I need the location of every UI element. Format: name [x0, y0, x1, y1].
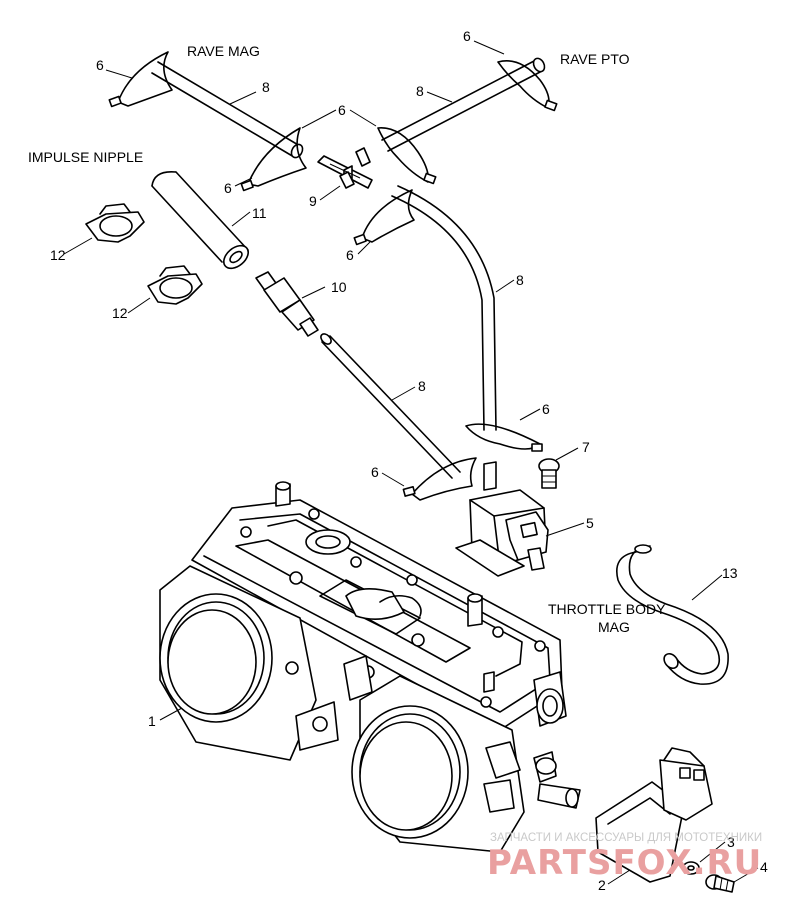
hose-rave-pto: [381, 57, 546, 152]
screw-solenoid: [538, 458, 560, 489]
callout-6-mag-inner: 6: [224, 180, 232, 196]
check-valve: [255, 271, 319, 337]
callout-9: 9: [309, 193, 317, 209]
washer: [682, 861, 700, 875]
callout-7: 7: [582, 439, 590, 455]
sensor-screw: [705, 874, 735, 893]
clamp-rave-mag-outer: [108, 51, 173, 108]
callout-8-rave-mag: 8: [262, 79, 270, 95]
callout-2: 2: [598, 877, 606, 893]
clamp-impulse-hose: [402, 457, 477, 501]
hose-impulse: [320, 333, 461, 479]
throttle-position-sensor: [595, 747, 713, 883]
callout-6-impulse-hose: 6: [371, 464, 379, 480]
solenoid-valve: [455, 461, 549, 577]
label-rave-pto: RAVE PTO: [560, 51, 630, 67]
hose-solenoid: [391, 185, 497, 431]
callout-8-rave-pto: 8: [416, 83, 424, 99]
clamp-rave-pto-inner: [377, 127, 437, 185]
label-throttle-body: THROTTLE BODY: [548, 601, 666, 617]
callout-8-impulse-hose: 8: [418, 378, 426, 394]
callout-6-rave-pto: 6: [463, 28, 471, 44]
hose-rave-mag: [151, 61, 304, 159]
callout-11: 11: [252, 205, 267, 221]
leader-lines: [63, 40, 759, 885]
tee-fitting: [317, 147, 373, 189]
callout-1: 1: [148, 713, 156, 729]
watermark-tagline: ЗАПЧАСТИ И АКСЕССУАРЫ ДЛЯ МОТОТЕХНИКИ: [490, 832, 762, 844]
callout-12-upper: 12: [50, 247, 66, 263]
hose-clip-upper: [85, 203, 145, 243]
callout-6-solenoid-hose: 6: [542, 401, 550, 417]
callout-5: 5: [586, 515, 594, 531]
clamp-rave-mag-inner: [240, 127, 307, 192]
clamp-upper-hose: [353, 189, 415, 246]
label-throttle-body-mag: MAG: [598, 619, 630, 635]
throttle-body: [159, 481, 581, 853]
callout-6-rave-mag: 6: [96, 57, 104, 73]
callout-6-center: 6: [338, 102, 346, 118]
impulse-hose: [151, 170, 249, 270]
callout-12-lower: 12: [112, 305, 128, 321]
label-rave-mag: RAVE MAG: [187, 43, 260, 59]
clamp-rave-pto-outer: [497, 60, 558, 112]
callout-3: 3: [727, 834, 735, 850]
callout-13: 13: [722, 565, 738, 581]
callout-10: 10: [331, 279, 347, 295]
bypass-hose: [616, 544, 729, 685]
callout-6-upper-hose: 6: [346, 247, 354, 263]
watermark-brand: PARTSFOX.RU: [487, 843, 762, 883]
callout-8-solenoid-hose: 8: [516, 272, 524, 288]
callout-4: 4: [760, 859, 768, 875]
hose-clip-lower: [147, 265, 203, 305]
clamp-solenoid-hose: [465, 423, 543, 452]
label-impulse-nipple: IMPULSE NIPPLE: [28, 149, 143, 165]
